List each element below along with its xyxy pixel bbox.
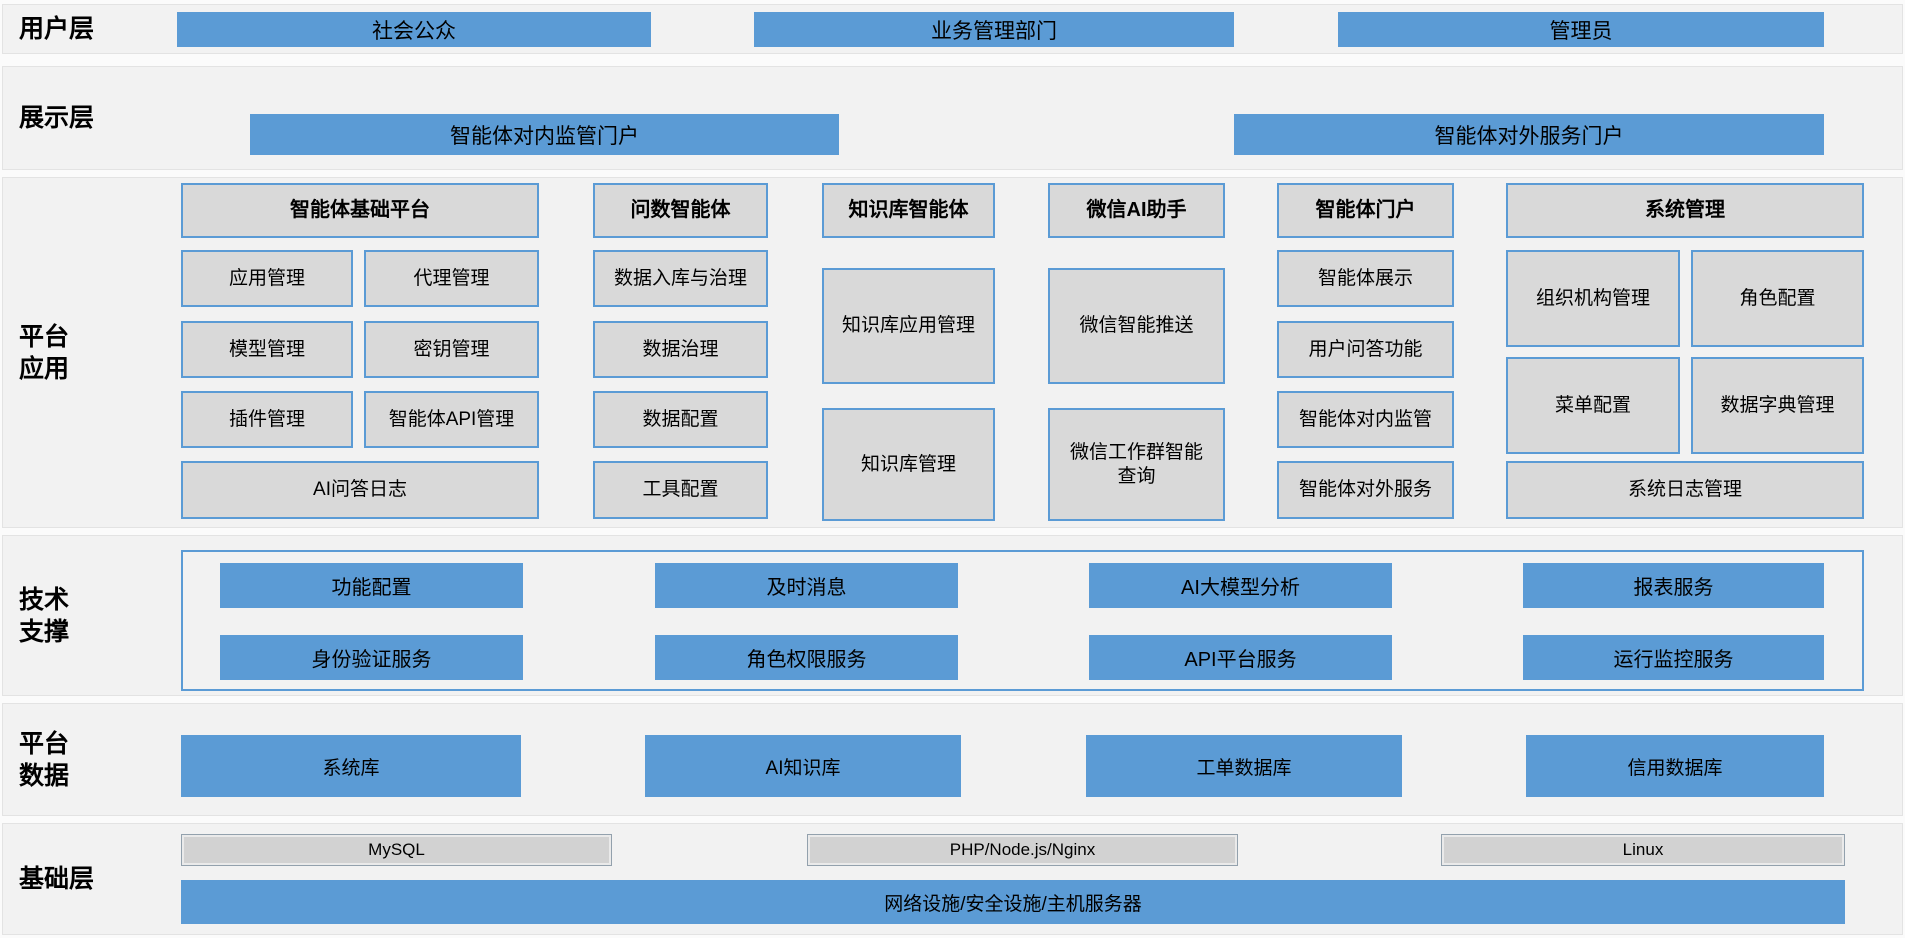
infra-item-php-node-nginx: PHP/Node.js/Nginx xyxy=(807,834,1238,866)
tech-item-feature-config: 功能配置 xyxy=(220,563,523,608)
user-item-public: 社会公众 xyxy=(177,12,651,47)
layer-label-tech-support: 技术支撑 xyxy=(19,584,69,648)
tech-support-container xyxy=(181,550,1864,691)
layer-band-display: 展示层 智能体对内监管门户 智能体对外服务门户 xyxy=(2,66,1903,170)
platform-cell-key-mgmt: 密钥管理 xyxy=(364,321,539,378)
platform-cell-agent-showcase: 智能体展示 xyxy=(1277,250,1454,307)
user-item-admin: 管理员 xyxy=(1338,12,1824,47)
platform-cell-role-config: 角色配置 xyxy=(1691,250,1864,347)
layer-band-infrastructure: 基础层 MySQL PHP/Node.js/Nginx Linux 网络设施/安… xyxy=(2,823,1903,935)
tech-item-role-permission-service: 角色权限服务 xyxy=(655,635,958,680)
platform-cell-ai-qa-log: AI问答日志 xyxy=(181,461,539,519)
platform-cell-agent-mgmt: 代理管理 xyxy=(364,250,539,307)
layer-label-text: 展示层 xyxy=(19,104,95,132)
platform-cell-org-mgmt: 组织机构管理 xyxy=(1506,250,1680,347)
platform-cell-internal-supervision: 智能体对内监管 xyxy=(1277,391,1454,448)
layer-label-text: 数据 xyxy=(19,761,70,790)
layer-band-user: 用户层 社会公众 业务管理部门 管理员 xyxy=(2,4,1903,54)
layer-band-tech-support: 技术支撑 功能配置 及时消息 AI大模型分析 报表服务 身份验证服务 角色权限服… xyxy=(2,535,1903,696)
portal-external-service: 智能体对外服务门户 xyxy=(1234,114,1824,155)
platform-cell-sys-log: 系统日志管理 xyxy=(1506,461,1864,519)
platform-cell-user-qa: 用户问答功能 xyxy=(1277,321,1454,378)
database-item-ai-kb: AI知识库 xyxy=(645,735,961,797)
infra-item-mysql: MySQL xyxy=(181,834,612,866)
platform-column-header-agent-portal: 智能体门户 xyxy=(1277,183,1454,238)
platform-column-header-base-platform: 智能体基础平台 xyxy=(181,183,539,238)
layer-label-text: 支撑 xyxy=(19,617,70,646)
layer-label-display: 展示层 xyxy=(19,102,94,134)
platform-cell-data-governance: 数据治理 xyxy=(593,321,768,378)
layer-label-text: 平台 xyxy=(19,322,70,351)
platform-cell-data-ingest: 数据入库与治理 xyxy=(593,250,768,307)
platform-cell-kb-mgmt: 知识库管理 xyxy=(822,408,995,521)
platform-cell-tool-config: 工具配置 xyxy=(593,461,768,519)
tech-item-api-platform-service: API平台服务 xyxy=(1089,635,1392,680)
tech-item-identity-service: 身份验证服务 xyxy=(220,635,523,680)
infra-base-bar: 网络设施/安全设施/主机服务器 xyxy=(181,880,1845,924)
database-item-ticket-db: 工单数据库 xyxy=(1086,735,1402,797)
platform-cell-menu-config: 菜单配置 xyxy=(1506,357,1680,454)
platform-cell-model-mgmt: 模型管理 xyxy=(181,321,353,378)
platform-cell-data-config: 数据配置 xyxy=(593,391,768,448)
layer-label-text: 技术 xyxy=(19,585,70,614)
layer-label-text: 基础层 xyxy=(19,865,95,893)
layer-label-platform-app: 平台应用 xyxy=(19,321,69,385)
user-item-business-dept: 业务管理部门 xyxy=(754,12,1234,47)
layer-label-text: 应用 xyxy=(19,354,70,383)
portal-internal-supervision: 智能体对内监管门户 xyxy=(250,114,839,155)
platform-cell-agent-api-mgmt: 智能体API管理 xyxy=(364,391,539,448)
platform-column-header-wechat-ai: 微信AI助手 xyxy=(1048,183,1225,238)
layer-label-infrastructure: 基础层 xyxy=(19,863,94,895)
platform-column-header-kb-agent: 知识库智能体 xyxy=(822,183,995,238)
platform-cell-wechat-group-query: 微信工作群智能查询 xyxy=(1048,408,1225,521)
layer-band-platform-app: 平台应用 智能体基础平台 应用管理 代理管理 模型管理 密钥管理 插件管理 智能… xyxy=(2,177,1903,528)
tech-item-instant-message: 及时消息 xyxy=(655,563,958,608)
layer-label-text: 用户层 xyxy=(19,15,95,43)
platform-cell-kb-app-mgmt: 知识库应用管理 xyxy=(822,268,995,384)
database-item-credit-db: 信用数据库 xyxy=(1526,735,1824,797)
infra-item-linux: Linux xyxy=(1441,834,1845,866)
platform-cell-plugin-mgmt: 插件管理 xyxy=(181,391,353,448)
platform-cell-external-service: 智能体对外服务 xyxy=(1277,461,1454,519)
platform-cell-dict-mgmt: 数据字典管理 xyxy=(1691,357,1864,454)
tech-item-monitoring-service: 运行监控服务 xyxy=(1523,635,1824,680)
tech-item-report-service: 报表服务 xyxy=(1523,563,1824,608)
layer-band-platform-data: 平台数据 系统库 AI知识库 工单数据库 信用数据库 xyxy=(2,703,1903,816)
platform-cell-wechat-push: 微信智能推送 xyxy=(1048,268,1225,384)
platform-column-header-data-agent: 问数智能体 xyxy=(593,183,768,238)
layer-label-user: 用户层 xyxy=(19,13,94,45)
database-item-system-db: 系统库 xyxy=(181,735,521,797)
platform-cell-app-mgmt: 应用管理 xyxy=(181,250,353,307)
layer-label-platform-data: 平台数据 xyxy=(19,728,69,792)
layer-label-text: 平台 xyxy=(19,729,70,758)
tech-item-ai-llm-analysis: AI大模型分析 xyxy=(1089,563,1392,608)
platform-column-header-sys-mgmt: 系统管理 xyxy=(1506,183,1864,238)
